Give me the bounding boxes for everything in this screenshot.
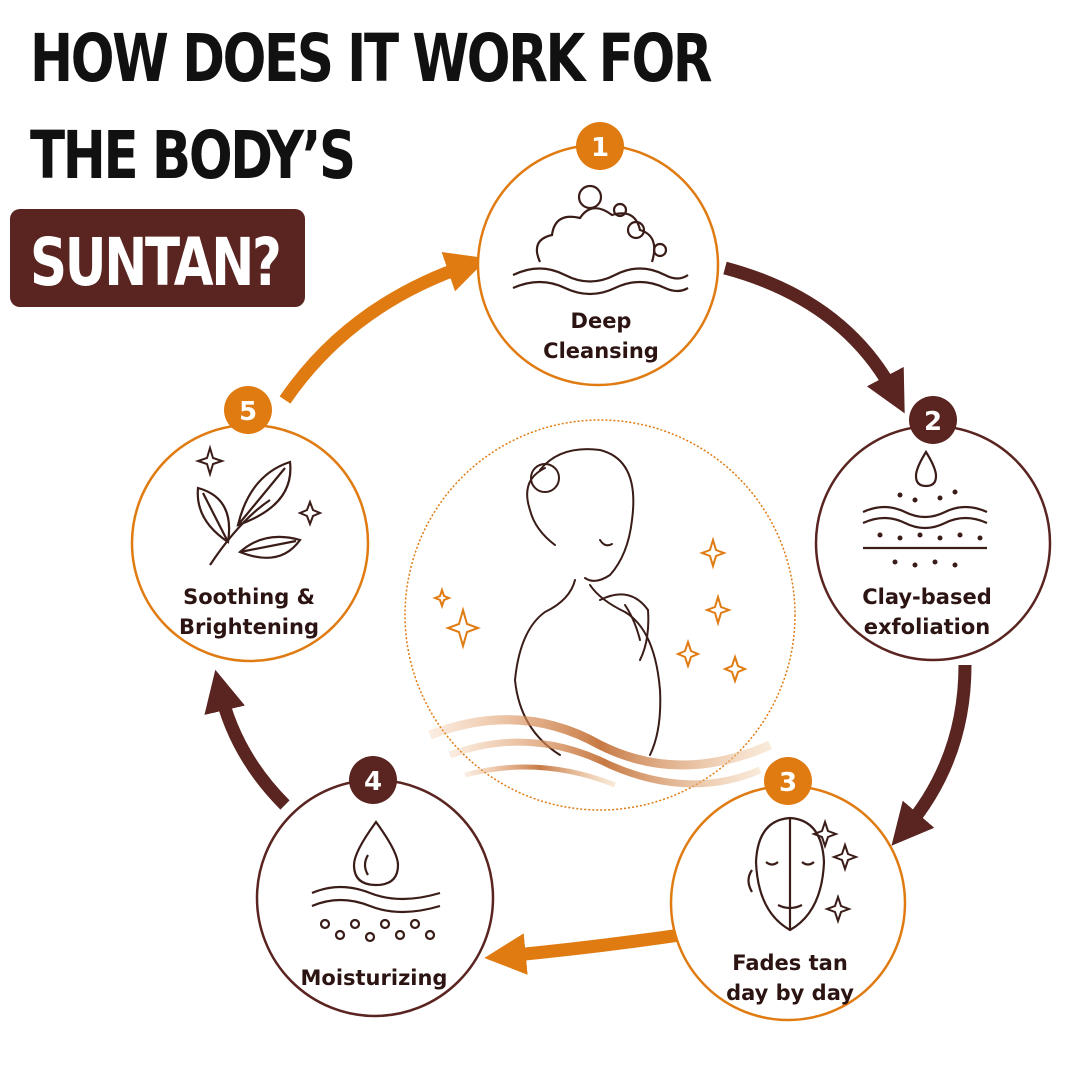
arrow-4-to-5 (204, 669, 290, 810)
center-illustration (404, 419, 796, 811)
step-2-number: 2 (924, 407, 942, 437)
step-1-number: 1 (591, 133, 609, 163)
sparkle-icon (811, 818, 859, 925)
title-line-1: HOW DOES IT WORK FOR (30, 20, 713, 97)
sparkle-icon (194, 444, 323, 527)
step-4: Moisturizing 4 (255, 756, 495, 1018)
step-2-label-line-1: Clay-based (862, 585, 992, 609)
arrow-1-to-2 (723, 261, 905, 414)
woman-back-icon (513, 448, 662, 756)
step-3-badge (764, 757, 812, 805)
step-1: Deep Cleansing 1 (476, 122, 720, 387)
face-sparkle-icon (747, 816, 826, 932)
arrow-5-to-1 (279, 251, 488, 404)
step-5-label-line-1: Soothing & (183, 585, 315, 609)
particle-dots (877, 489, 983, 568)
sparkle-icon (432, 536, 748, 685)
step-1-badge (576, 122, 624, 170)
title-highlight-box: SUNTAN? (10, 209, 305, 307)
step-1-label-line-2: Cleansing (543, 339, 659, 363)
step-1-label-line-1: Deep (571, 309, 632, 333)
step-3-number: 3 (779, 768, 797, 798)
step-4-badge (349, 756, 397, 804)
water-drop-skin-icon (311, 820, 441, 943)
step-3: Fades tan day by day 3 (669, 757, 907, 1022)
bubbles-icon (512, 184, 689, 296)
step-5-number: 5 (239, 397, 257, 427)
skin-layers-drop-icon (862, 449, 988, 550)
step-5-label-line-2: Brightening (179, 615, 319, 639)
step-5-badge (224, 386, 272, 434)
step-2-label-line-2: exfoliation (864, 615, 991, 639)
step-2: Clay-based exfoliation 2 (814, 396, 1052, 662)
step-4-number: 4 (364, 767, 382, 797)
title-line-2: THE BODY’S (30, 117, 356, 194)
title-highlight-text: SUNTAN? (30, 224, 282, 301)
step-2-badge (909, 396, 957, 444)
leaves-icon (196, 460, 302, 566)
step-5: Soothing & Brightening 5 (130, 386, 370, 663)
step-4-label-line-1: Moisturizing (301, 966, 448, 990)
step-3-label-line-2: day by day (726, 981, 854, 1005)
arrow-2-to-3 (891, 664, 972, 846)
arrow-3-to-4 (484, 928, 681, 975)
step-3-label-line-1: Fades tan (732, 951, 848, 975)
